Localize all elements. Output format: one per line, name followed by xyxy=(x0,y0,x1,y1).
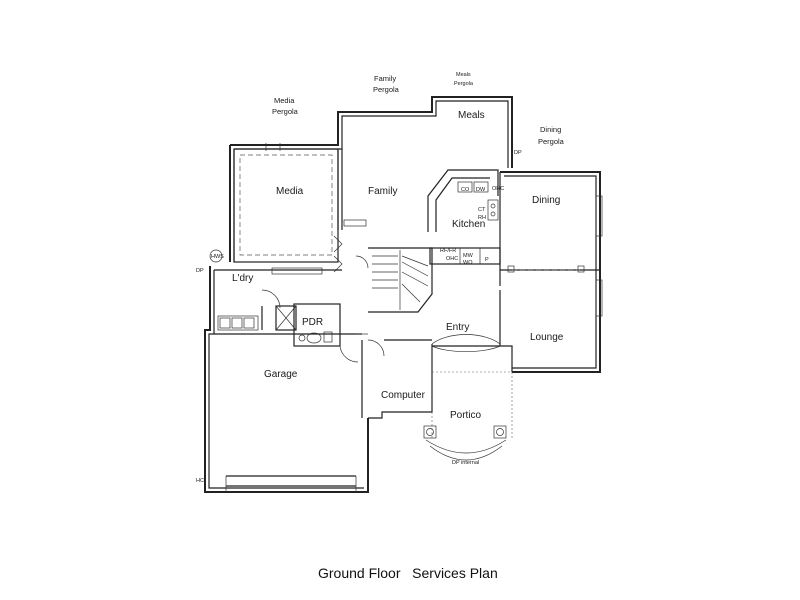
note-ct: CT xyxy=(478,207,486,213)
plan-title: Ground Floor Services Plan xyxy=(318,565,498,581)
label-media: Media xyxy=(276,186,304,197)
label-lounge: Lounge xyxy=(530,332,564,343)
label-meals: Meals xyxy=(458,110,485,121)
laundry-pdr xyxy=(209,249,362,363)
media-pergola-l1: Media xyxy=(274,96,295,105)
label-entry: Entry xyxy=(446,322,469,333)
note-mw: MW xyxy=(463,253,474,259)
note-hws: HWS xyxy=(211,254,224,260)
note-wo: WO xyxy=(463,260,473,266)
label-media-pergola-2: Pergola xyxy=(272,107,299,116)
family-pergola-l1: Family xyxy=(374,74,396,83)
staircase xyxy=(333,235,433,313)
exterior-walls xyxy=(204,96,601,493)
label-family-pergola-1: Family xyxy=(374,74,396,83)
portico xyxy=(423,371,513,461)
room-labels: Media Pergola Family Pergola Meals Pergo… xyxy=(232,72,565,421)
meals-pergola-l2: Pergola xyxy=(454,81,474,87)
entry-lounge-dining xyxy=(356,195,603,357)
label-computer: Computer xyxy=(381,390,426,401)
dining-pergola-l2: Pergola xyxy=(538,137,565,146)
meals-pergola-l1: Meals xyxy=(456,72,471,78)
label-kitchen: Kitchen xyxy=(452,219,485,230)
note-dw: DW xyxy=(476,187,486,193)
label-pdr: PDR xyxy=(302,317,323,328)
note-co: CO xyxy=(461,187,470,193)
note-dp-laundry: DP xyxy=(196,268,204,274)
label-meals-pergola-2: Pergola xyxy=(454,81,474,87)
note-p: P xyxy=(485,257,489,263)
service-annotations: DP DP internal CO DW CT RH OHC RF/FR OHC… xyxy=(196,150,522,484)
media-room xyxy=(233,143,343,263)
label-dining: Dining xyxy=(532,195,560,206)
note-hc: HC xyxy=(196,478,204,484)
label-family-pergola-2: Pergola xyxy=(373,85,400,94)
label-dining-pergola-1: Dining xyxy=(540,125,561,134)
note-ohc: OHC xyxy=(492,186,504,192)
label-laundry: L'dry xyxy=(232,273,253,284)
label-portico: Portico xyxy=(450,410,482,421)
label-family: Family xyxy=(368,186,397,197)
label-garage: Garage xyxy=(264,369,298,380)
note-rh: RH xyxy=(478,215,486,221)
label-media-pergola-1: Media xyxy=(274,96,295,105)
note-rf-fr: RF/FR xyxy=(440,248,456,254)
family-pergola-l2: Pergola xyxy=(373,85,400,94)
garage-room xyxy=(225,475,357,492)
note-dp-internal: DP internal xyxy=(452,460,479,466)
media-pergola-l2: Pergola xyxy=(272,107,299,116)
label-meals-pergola-1: Meals xyxy=(456,72,471,78)
note-dp: DP xyxy=(514,150,522,156)
label-dining-pergola-2: Pergola xyxy=(538,137,565,146)
kitchen-area xyxy=(343,169,501,286)
dining-pergola-l1: Dining xyxy=(540,125,561,134)
note-ohc-small: OHC xyxy=(446,256,458,262)
